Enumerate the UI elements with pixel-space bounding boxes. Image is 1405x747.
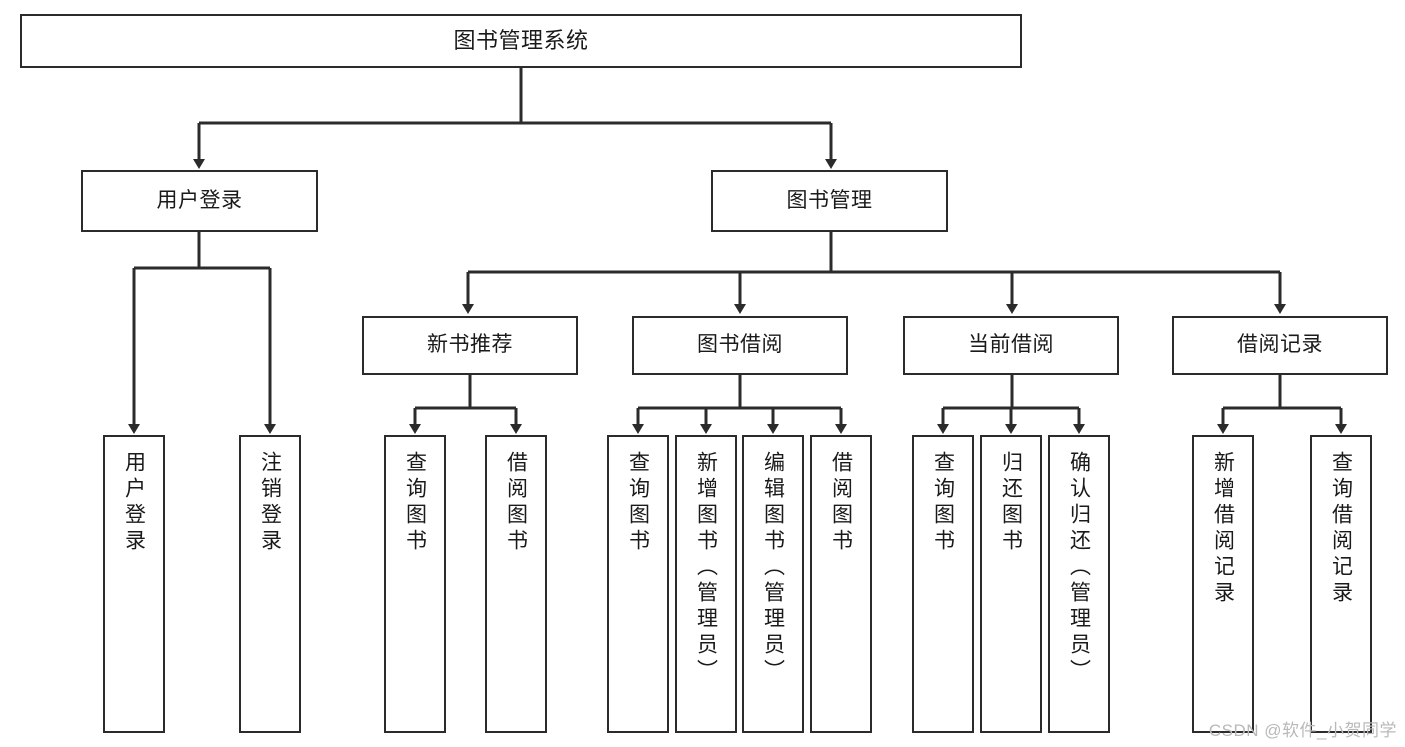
leaf-user-login-login[interactable]: 用户登录: [103, 435, 165, 733]
leaf-user-login-logout-label: 注销登录: [258, 451, 282, 555]
leaf-record-query-record-label: 查询借阅记录: [1329, 451, 1353, 607]
leaf-recommend-query-book[interactable]: 查询图书: [384, 435, 446, 733]
leaf-borrow-query-book-label: 查询图书: [626, 451, 650, 555]
node-new-book-recommend-label: 新书推荐: [427, 333, 513, 357]
leaf-current-return-book[interactable]: 归还图书: [980, 435, 1042, 733]
leaf-recommend-borrow-book[interactable]: 借阅图书: [485, 435, 547, 733]
node-current-borrow-label: 当前借阅: [968, 333, 1054, 357]
node-book-management-label: 图书管理: [786, 188, 873, 212]
node-book-management[interactable]: 图书管理: [711, 170, 948, 232]
node-borrow-record[interactable]: 借阅记录: [1172, 316, 1388, 375]
leaf-current-confirm-return[interactable]: 确认归还（管理员）: [1048, 435, 1110, 733]
node-book-borrow-label: 图书借阅: [697, 333, 783, 357]
node-user-login[interactable]: 用户登录: [81, 170, 318, 232]
node-borrow-record-label: 借阅记录: [1237, 333, 1323, 357]
leaf-record-add-record-label: 新增借阅记录: [1211, 451, 1235, 607]
leaf-borrow-add-book[interactable]: 新增图书（管理员）: [675, 435, 737, 733]
leaf-borrow-edit-book[interactable]: 编辑图书（管理员）: [742, 435, 804, 733]
node-user-login-label: 用户登录: [156, 188, 243, 212]
leaf-borrow-borrow-book[interactable]: 借阅图书: [810, 435, 872, 733]
leaf-record-query-record[interactable]: 查询借阅记录: [1310, 435, 1372, 733]
leaf-recommend-query-book-label: 查询图书: [403, 451, 427, 555]
leaf-current-confirm-return-label: 确认归还（管理员）: [1067, 451, 1091, 685]
leaf-user-login-login-label: 用户登录: [122, 451, 146, 555]
node-book-borrow[interactable]: 图书借阅: [632, 316, 848, 375]
leaf-borrow-edit-book-label: 编辑图书（管理员）: [761, 451, 785, 685]
leaf-current-return-book-label: 归还图书: [999, 451, 1023, 555]
leaf-borrow-query-book[interactable]: 查询图书: [607, 435, 669, 733]
leaf-record-add-record[interactable]: 新增借阅记录: [1192, 435, 1254, 733]
leaf-current-query-book-label: 查询图书: [931, 451, 955, 555]
watermark: CSDN @软件_小贺同学: [1208, 721, 1397, 740]
leaf-current-query-book[interactable]: 查询图书: [912, 435, 974, 733]
node-root[interactable]: 图书管理系统: [20, 14, 1022, 68]
leaf-recommend-borrow-book-label: 借阅图书: [504, 451, 528, 555]
node-new-book-recommend[interactable]: 新书推荐: [362, 316, 578, 375]
leaf-borrow-add-book-label: 新增图书（管理员）: [694, 451, 718, 685]
leaf-borrow-borrow-book-label: 借阅图书: [829, 451, 853, 555]
node-root-label: 图书管理系统: [453, 28, 589, 54]
node-current-borrow[interactable]: 当前借阅: [903, 316, 1119, 375]
leaf-user-login-logout[interactable]: 注销登录: [239, 435, 301, 733]
